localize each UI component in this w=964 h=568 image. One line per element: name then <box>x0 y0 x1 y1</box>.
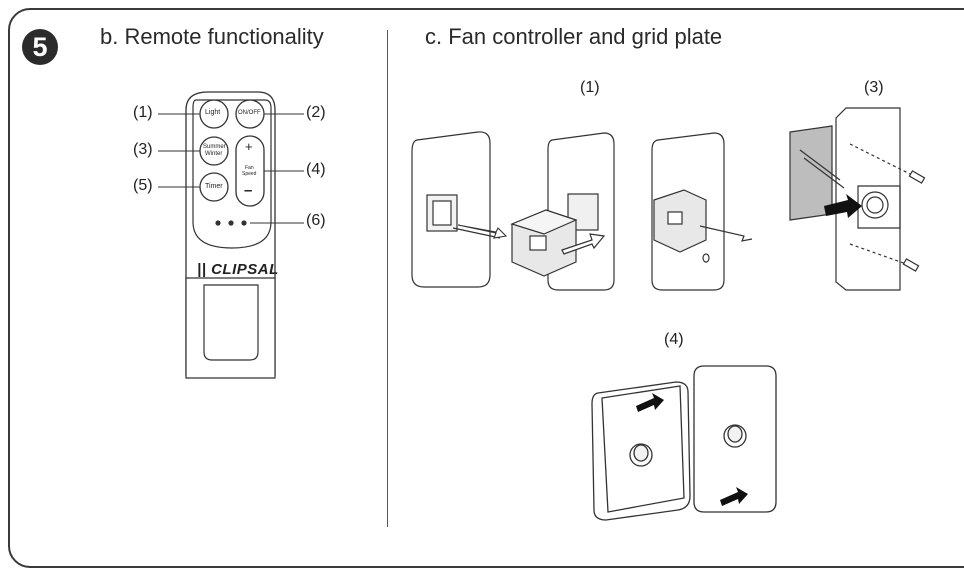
fan-minus-label: – <box>244 182 253 199</box>
brand-name: CLIPSAL <box>211 261 279 278</box>
indicator-led <box>215 220 221 226</box>
fan-label: Fan <box>245 165 254 171</box>
callout-4: (4) <box>306 161 326 178</box>
remote-buttons <box>158 99 304 226</box>
indicator-led <box>228 220 234 226</box>
mech-fitted-diagram <box>651 132 753 291</box>
callout-6: (6) <box>306 212 326 229</box>
fan-section-title: c. Fan controller and grid plate <box>425 24 723 49</box>
grid-plate-diagram <box>789 107 926 291</box>
callout-2: (2) <box>306 104 326 121</box>
speed-label: Speed <box>242 171 257 177</box>
callout-3: (3) <box>133 141 153 158</box>
fan-controller-illustrations <box>411 107 926 521</box>
light-button-label: Light <box>205 109 221 116</box>
fan-step-4-label: (4) <box>664 331 684 348</box>
clip-arrow-icon <box>636 393 664 412</box>
winter-label: Winter <box>205 151 223 157</box>
clip-arrow-icon <box>720 487 748 506</box>
brand-mark-icon: || <box>197 261 207 278</box>
timer-button-label: Timer <box>205 183 223 190</box>
brand-logo: || CLIPSAL <box>197 261 279 278</box>
indicator-led <box>241 220 247 226</box>
summer-label: Summer <box>203 144 226 150</box>
plate-clip-diagram <box>411 131 501 288</box>
callout-1: (1) <box>133 104 153 121</box>
fan-step-3-label: (3) <box>864 79 884 96</box>
onoff-button-label: ON/OFF <box>238 110 261 116</box>
push-arrow-icon <box>824 194 862 218</box>
section-divider <box>387 30 388 527</box>
mech-insert-diagram <box>510 132 615 291</box>
fan-plus-label: + <box>245 139 253 154</box>
insert-arrow-icon <box>457 224 508 239</box>
callout-5: (5) <box>133 177 153 194</box>
step-number-badge: 5 <box>22 29 58 65</box>
cover-plate-diagram <box>591 365 777 521</box>
fan-step-1-label: (1) <box>580 79 600 96</box>
remote-section-title: b. Remote functionality <box>100 24 324 49</box>
